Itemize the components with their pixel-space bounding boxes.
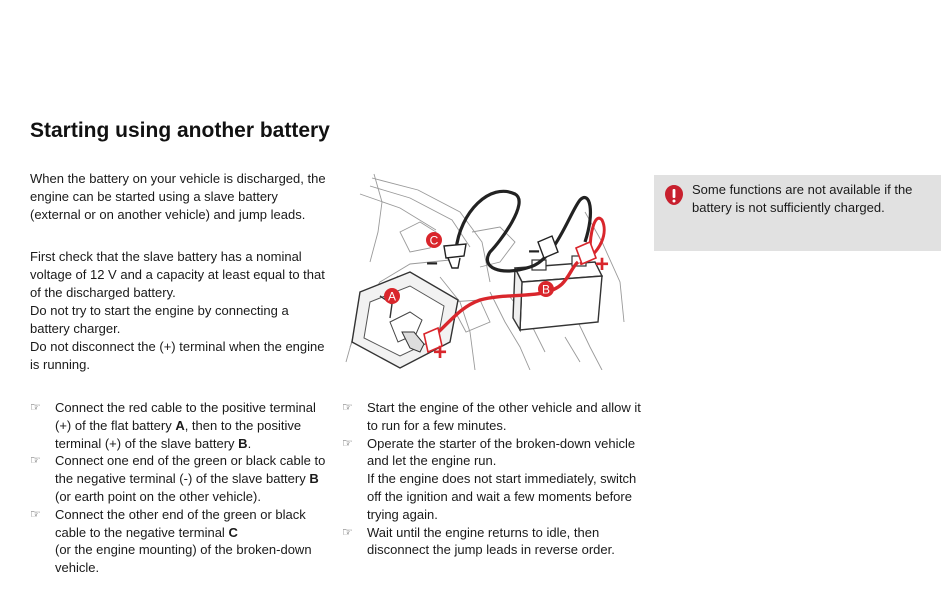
clamp-c	[443, 243, 467, 269]
steps-list-left: ☞Connect the red cable to the positive t…	[30, 399, 330, 577]
pointing-hand-icon: ☞	[30, 400, 41, 414]
list-item: ☞Connect the red cable to the positive t…	[30, 400, 316, 451]
charger-warning: Do not try to start the engine by connec…	[30, 303, 289, 336]
steps-list-right: ☞Start the engine of the other vehicle a…	[342, 399, 642, 559]
intro-paragraph: When the battery on your vehicle is disc…	[30, 171, 326, 222]
terminal-warning: Do not disconnect the (+) terminal when …	[30, 339, 325, 372]
list-item: ☞Wait until the engine returns to idle, …	[342, 524, 615, 558]
red-cable-loop	[579, 216, 606, 266]
minus-sign-c: −	[426, 253, 438, 275]
pointing-hand-icon: ☞	[30, 453, 41, 468]
label-c: C	[430, 234, 439, 248]
warning-icon	[665, 185, 683, 205]
list-item: ☞Connect one end of the green or black c…	[30, 453, 326, 504]
list-item: ☞Start the engine of the other vehicle a…	[342, 400, 641, 433]
list-item: ☞Connect the other end of the green or b…	[30, 506, 312, 576]
jump-start-illustration: C B A − − + +	[345, 173, 625, 370]
plus-sign-a: +	[433, 339, 447, 366]
page-title: Starting using another battery	[30, 119, 330, 142]
voltage-requirement: First check that the slave battery has a…	[30, 249, 325, 300]
pointing-hand-icon: ☞	[342, 435, 353, 450]
clamp-b-negative	[537, 235, 559, 259]
label-b: B	[542, 283, 550, 297]
black-cable	[454, 189, 592, 273]
pointing-hand-icon: ☞	[30, 506, 41, 521]
minus-sign-b: −	[528, 241, 540, 263]
warning-note: Some functions are not available if the …	[654, 175, 941, 251]
label-c-marker: C	[426, 232, 442, 248]
clamp-b-positive	[574, 240, 598, 266]
red-cable	[428, 260, 580, 342]
label-a: A	[388, 290, 396, 304]
warning-note-text: Some functions are not available if the …	[692, 182, 913, 215]
list-item: ☞Operate the starter of the broken-down …	[342, 435, 637, 522]
clamp-a	[423, 326, 443, 354]
label-a-marker: A	[384, 288, 400, 304]
label-b-marker: B	[538, 281, 554, 297]
plus-sign-b: +	[595, 251, 609, 278]
pointing-hand-icon: ☞	[342, 524, 353, 539]
pointing-hand-icon: ☞	[342, 400, 353, 414]
precautions-paragraph: First check that the slave battery has a…	[30, 248, 330, 374]
